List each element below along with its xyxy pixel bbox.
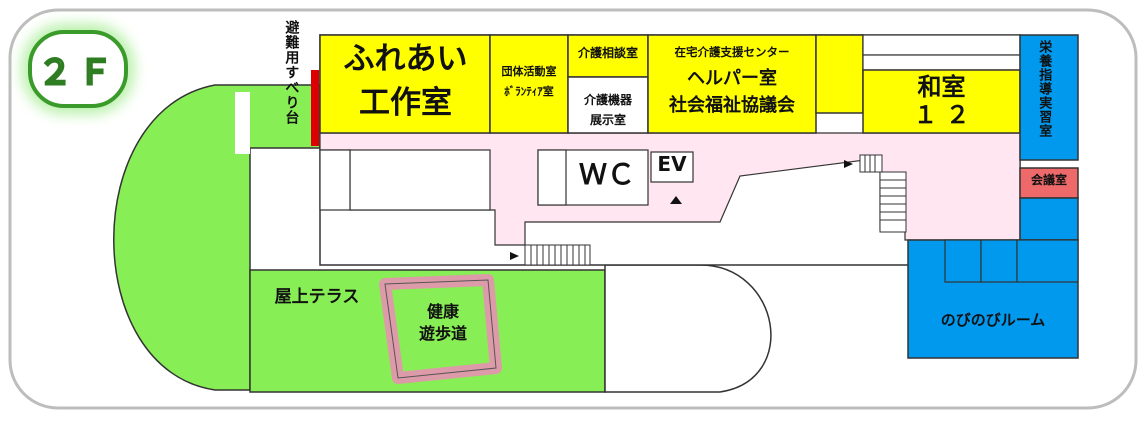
wc-side xyxy=(537,149,567,206)
stairs-east xyxy=(859,154,907,233)
evacuation-slide-bar xyxy=(311,70,319,146)
room-dantai-box xyxy=(489,34,569,134)
room-fureai-label-1: ふれあい xyxy=(343,41,468,77)
locker-2 xyxy=(980,239,1018,283)
ev-arrow xyxy=(670,196,682,204)
room-kaigi-label: 会議室 xyxy=(1030,173,1067,187)
room-top-strip xyxy=(862,34,1021,56)
walking-path-label-1: 健康 xyxy=(426,302,459,321)
evacuation-slide-label: 避難用すべり台 xyxy=(283,20,300,125)
room-kaigo-kiki-box xyxy=(567,76,649,134)
void-area-small xyxy=(319,149,351,211)
walking-path-outline xyxy=(384,279,497,379)
stairs-south xyxy=(524,244,591,266)
ev-box xyxy=(650,151,694,183)
room-eiyou-label: 栄養指導実習室 xyxy=(1036,40,1052,138)
room-washitsu-box xyxy=(862,69,1021,134)
stairs-south-arrow xyxy=(510,252,519,260)
locker-3 xyxy=(1016,239,1079,283)
room-dantai-label-2: ﾎﾞﾗﾝﾃｨｱ室 xyxy=(504,85,554,98)
terrace-notch xyxy=(235,92,250,154)
room-storage-box xyxy=(815,34,864,114)
floor-badge: ２Ｆ xyxy=(28,30,128,108)
room-washitsu-label-1: 和室 xyxy=(917,73,966,101)
room-fureai-label-2: 工作室 xyxy=(359,85,452,121)
room-kaigi-box xyxy=(1019,167,1079,199)
room-washitsu-label-2: １ ２ xyxy=(913,101,970,129)
room-nobinobi-label: のびのびルーム xyxy=(940,311,1046,329)
room-top-strip-2 xyxy=(862,54,1021,71)
walking-path-label-2: 遊歩道 xyxy=(418,324,467,343)
ev-label: EV xyxy=(657,152,687,176)
room-kaigo-kiki-label-1: 介護機器 xyxy=(583,93,632,107)
room-kaigo-kiki-label-2: 展示室 xyxy=(589,113,626,127)
room-zaitaku-label-1: 在宅介護支援センター xyxy=(674,45,790,59)
void-area xyxy=(349,149,491,211)
room-zaitaku-label-2: ヘルパー室 xyxy=(687,68,777,89)
locker-1 xyxy=(944,239,982,283)
terrace-west-area xyxy=(113,84,321,391)
wc-label: ＷＣ xyxy=(578,158,635,191)
room-zaitaku-box xyxy=(647,34,817,134)
room-zaitaku-label-3: 社会福祉協議会 xyxy=(669,95,795,116)
curved-open-area xyxy=(604,264,772,393)
room-dantai-label-1: 団体活動室 xyxy=(501,65,557,78)
room-kaigo-soudan-label: 介護相談室 xyxy=(577,46,638,60)
room-blue-small xyxy=(1019,197,1079,241)
rooftop-terrace-label: 屋上テラス xyxy=(274,287,360,307)
room-fureai-box xyxy=(319,34,491,134)
room-eiyou-box xyxy=(1019,34,1079,161)
stairs-east-arrow xyxy=(844,160,853,168)
